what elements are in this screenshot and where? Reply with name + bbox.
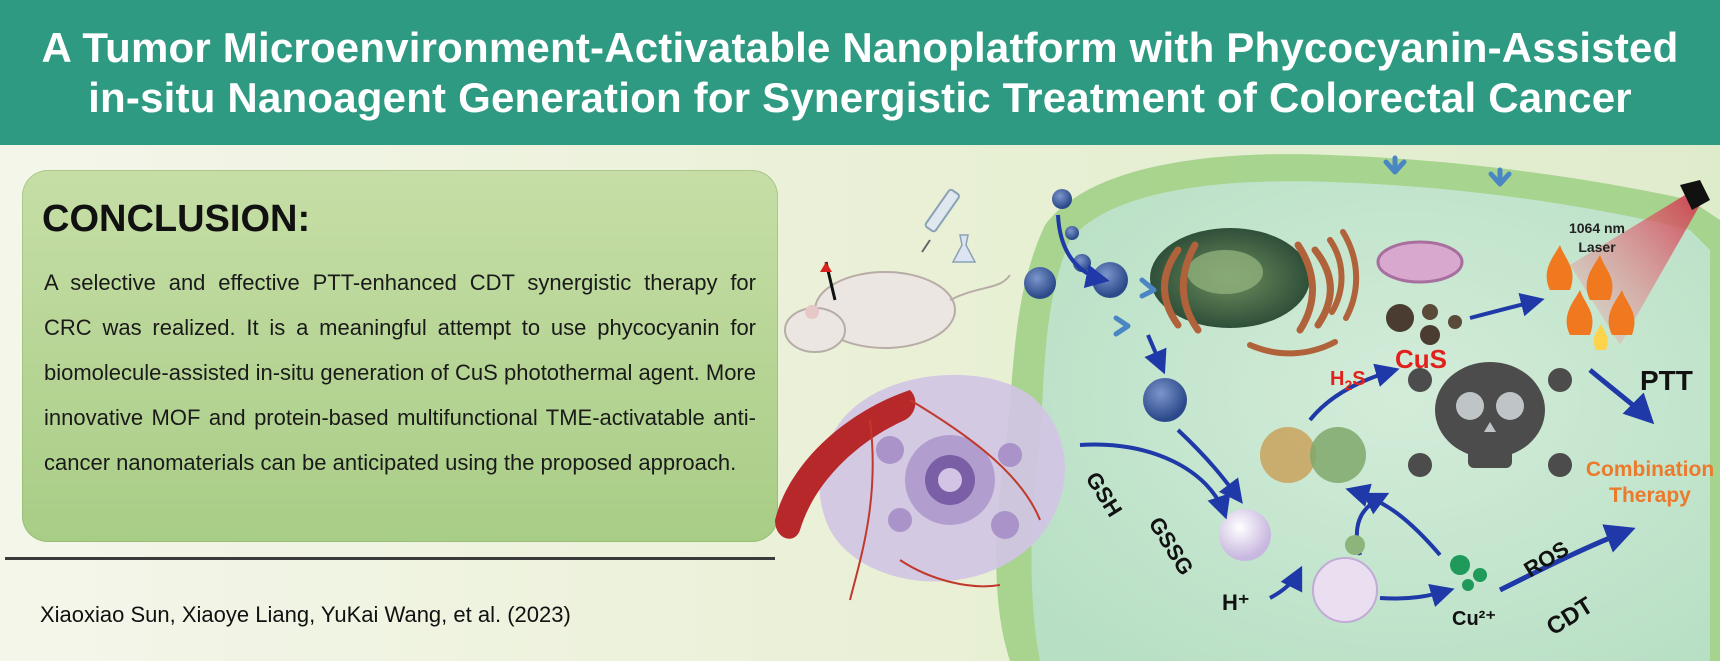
authors-citation: Xiaoxiao Sun, Xiaoye Liang, YuKai Wang, … — [40, 602, 571, 627]
title-line-1: A Tumor Microenvironment-Activatable Nan… — [41, 23, 1679, 71]
title-line-2: in-situ Nanoagent Generation for Synergi… — [88, 73, 1632, 121]
conclusion-card: CONCLUSION: A selective and effective PT… — [22, 170, 778, 542]
divider-line — [5, 557, 775, 560]
conclusion-text: A selective and effective PTT-enhanced C… — [44, 270, 756, 475]
title-banner: A Tumor Microenvironment-Activatable Nan… — [0, 0, 1720, 148]
conclusion-heading: CONCLUSION: — [42, 198, 311, 240]
